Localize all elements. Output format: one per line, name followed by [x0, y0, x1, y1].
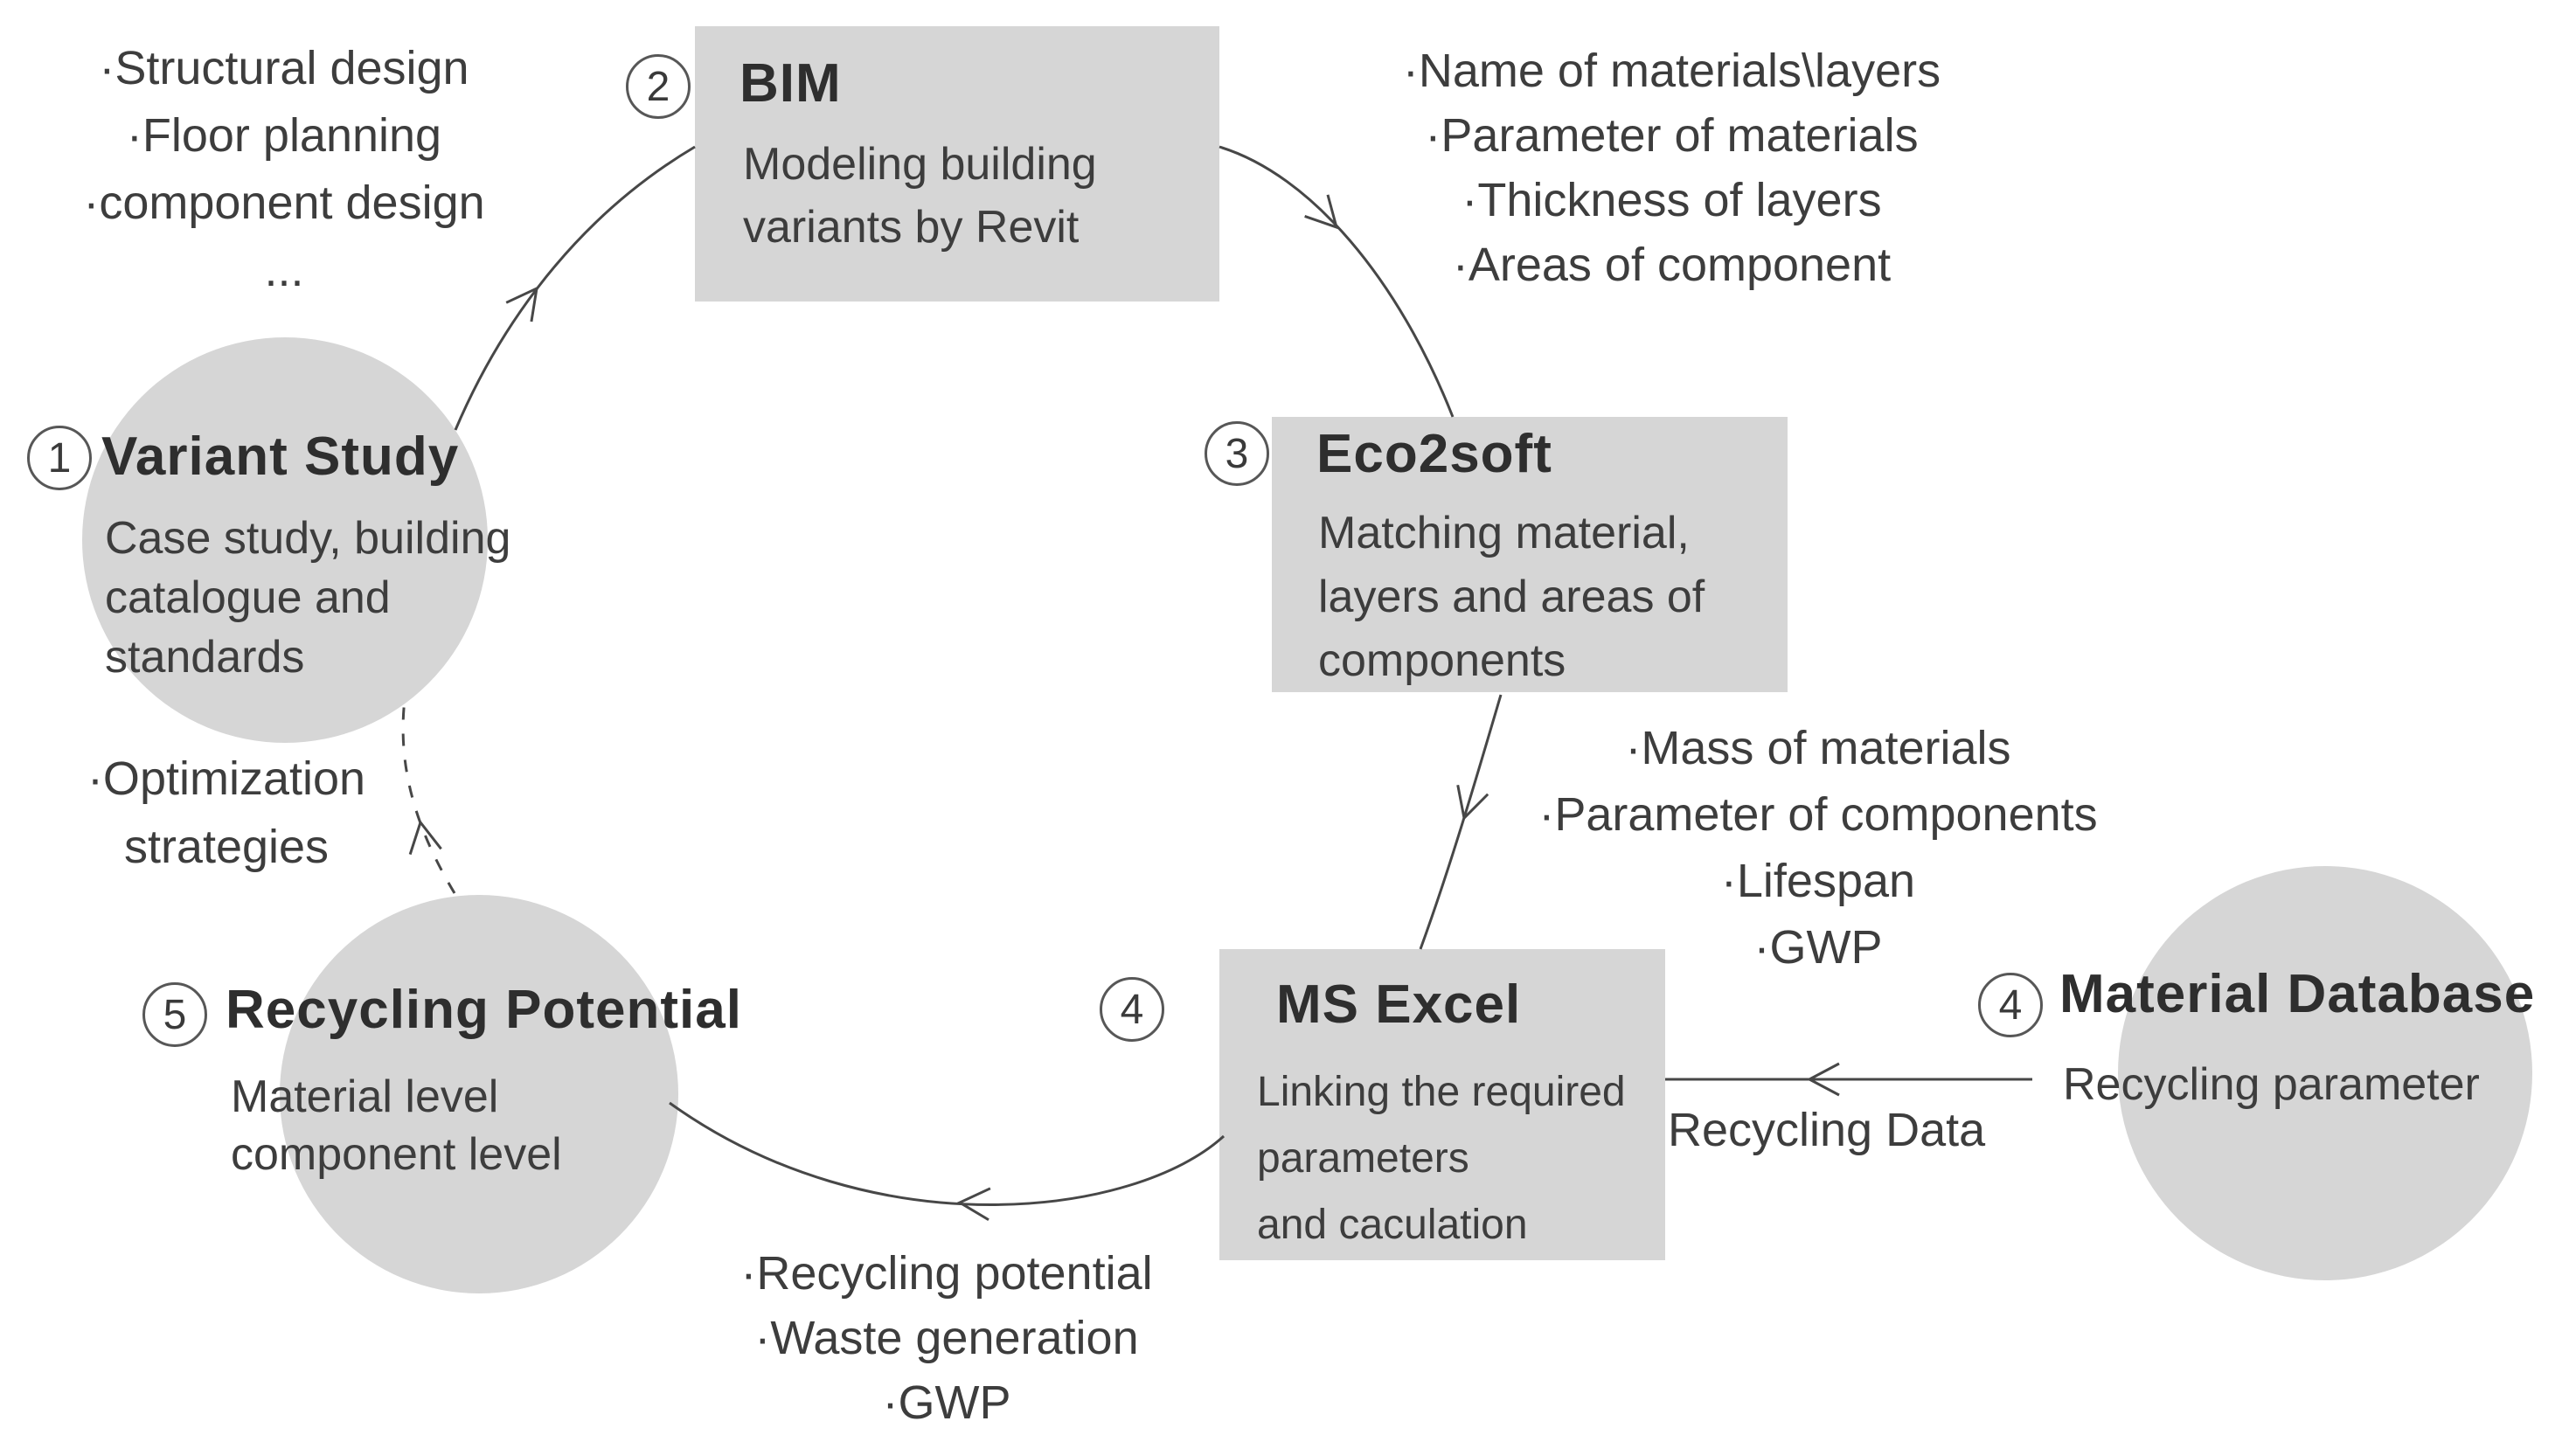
annotation-line: ·Optimization	[87, 752, 366, 805]
eco2soft-body: Matching material, layers and areas of c…	[1318, 502, 1705, 693]
variant-study-number-badge: 1	[27, 426, 92, 490]
material-database-body: Recycling parameter	[2063, 1054, 2480, 1115]
eco2soft-outputs-list: ·Mass of materials ·Parameter of compone…	[1502, 715, 2135, 981]
arrowhead-variant-to-bim	[505, 286, 538, 322]
arc-eco2soft-to-excel	[1419, 694, 1503, 950]
recycling-potential-body-line: component level	[231, 1129, 562, 1180]
variant-study-body-line: Case study, building	[105, 513, 511, 564]
annotation-line: ·Parameter of materials	[1425, 109, 1919, 162]
ms-excel-body-line: and caculation	[1257, 1202, 1528, 1248]
bim-body: Modeling building variants by Revit	[743, 133, 1097, 259]
ms-excel-body-line: Linking the required	[1257, 1069, 1626, 1115]
material-database-body-line: Recycling parameter	[2063, 1059, 2480, 1110]
variant-study-body-line: standards	[105, 632, 305, 683]
annotation-line: ·Floor planning	[126, 109, 442, 162]
eco2soft-body-line: Matching material,	[1318, 508, 1690, 558]
variant-study-inputs-list: ·Structural design ·Floor planning ·comp…	[35, 35, 533, 304]
annotation-line: ·Name of materials\layers	[1402, 45, 1941, 97]
annotation-line: ·Thickness of layers	[1462, 174, 1882, 226]
variant-study-circle	[82, 337, 488, 743]
eco2soft-box	[1272, 417, 1788, 692]
annotation-line: ·Areas of component	[1452, 239, 1892, 291]
eco2soft-number-badge: 3	[1205, 421, 1269, 486]
arrowhead-excel-to-recycling	[956, 1187, 991, 1222]
annotation-line: strategies	[123, 821, 330, 873]
arc-recycling-to-variant-dashed	[401, 698, 456, 894]
recycling-potential-circle	[280, 895, 678, 1293]
recycling-potential-title: Recycling Potential	[226, 980, 742, 1040]
eco2soft-body-line: components	[1318, 635, 1566, 686]
variant-study-title: Variant Study	[101, 426, 460, 487]
bim-body-line: variants by Revit	[743, 202, 1080, 253]
arrowhead-database-to-excel	[1806, 1062, 1840, 1097]
bim-title: BIM	[739, 53, 842, 114]
arc-bim-to-eco2soft	[1219, 145, 1455, 418]
material-database-number-badge: 4	[1978, 973, 2043, 1037]
arrowhead-bim-to-eco2soft	[1304, 194, 1339, 230]
recycling-data-label: Recycling Data	[1668, 1104, 1986, 1156]
annotation-line: ·Parameter of components	[1538, 788, 2098, 841]
ms-excel-title: MS Excel	[1276, 974, 1522, 1035]
bim-number-badge: 2	[626, 54, 691, 119]
recycling-potential-body: Material level component level	[231, 1068, 562, 1183]
bim-outputs-list: ·Name of materials\layers ·Parameter of …	[1359, 38, 1984, 297]
ms-excel-body-line: parameters	[1257, 1135, 1469, 1182]
eco2soft-body-line: layers and areas of	[1318, 572, 1705, 622]
ms-excel-body: Linking the required parameters and cacu…	[1257, 1059, 1626, 1258]
annotation-line: ·GWP	[1753, 921, 1883, 974]
annotation-line: ...	[264, 244, 304, 296]
recycling-potential-body-line: Material level	[231, 1071, 499, 1122]
bim-body-line: Modeling building	[743, 139, 1097, 190]
arc-excel-to-recycling	[669, 1101, 1226, 1206]
annotation-line: ·Recycling potential	[740, 1247, 1153, 1300]
arrowhead-eco2soft-to-excel	[1456, 784, 1489, 822]
material-database-circle	[2118, 866, 2532, 1280]
bim-box	[695, 26, 1219, 302]
arrowhead-recycling-to-variant	[408, 819, 442, 856]
annotation-line: ·Mass of materials	[1625, 722, 2011, 774]
annotation-line: ·Lifespan	[1720, 855, 1916, 907]
annotation-line: ·component design	[83, 177, 485, 229]
recycling-potential-number-badge: 5	[142, 982, 207, 1047]
ms-excel-number-badge: 4	[1100, 977, 1164, 1042]
annotation-line: ·Waste generation	[754, 1312, 1139, 1364]
material-database-title: Material Database	[2059, 964, 2536, 1024]
variant-study-body: Case study, building catalogue and stand…	[105, 509, 510, 687]
excel-outputs-list: ·Recycling potential ·Waste generation ·…	[706, 1241, 1187, 1435]
optimization-strategies-label: ·Optimization strategies	[68, 745, 385, 881]
ms-excel-box	[1219, 949, 1665, 1260]
variant-study-body-line: catalogue and	[105, 572, 391, 623]
eco2soft-title: Eco2soft	[1316, 424, 1552, 484]
annotation-line: ·Structural design	[99, 42, 469, 94]
annotation-line: ·GWP	[882, 1376, 1011, 1429]
